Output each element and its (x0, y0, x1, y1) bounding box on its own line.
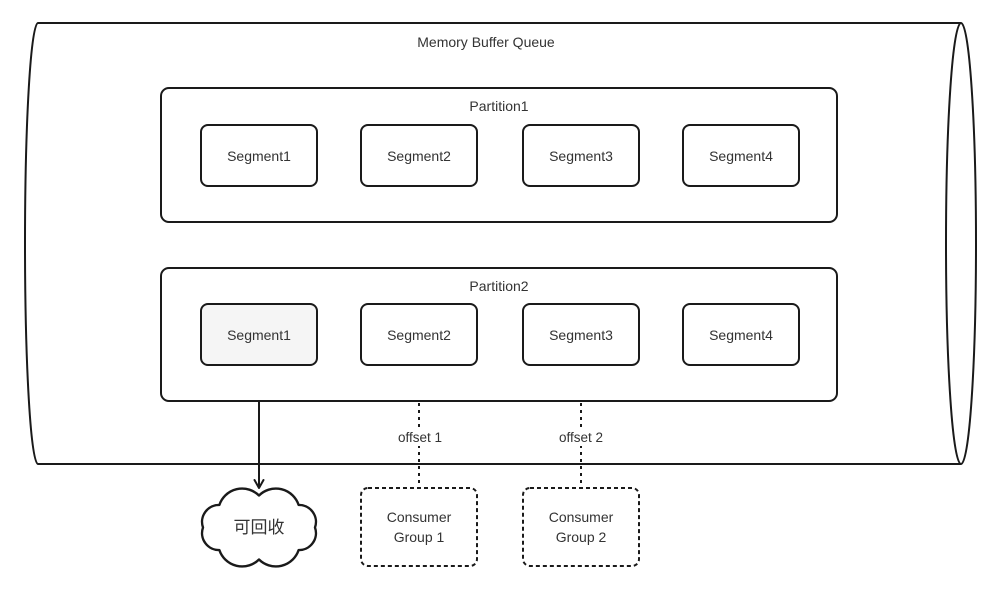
offset-1-label: offset 1 (380, 429, 460, 446)
p1-segment-3-label: Segment3 (549, 147, 613, 164)
consumer-group-1-label: Consumer Group 1 (386, 509, 452, 545)
p2-segment-2: Segment2 (360, 303, 478, 366)
recyclable-label: 可回收 (233, 518, 285, 537)
p2-segment-2-label: Segment2 (387, 326, 451, 343)
offset-2-label: offset 2 (541, 429, 621, 446)
p2-segment-3: Segment3 (522, 303, 640, 366)
queue-cylinder-body (24, 22, 961, 465)
p1-segment-1-label: Segment1 (227, 147, 291, 164)
p1-segment-3: Segment3 (522, 124, 640, 187)
consumer-group-2-box (522, 487, 640, 567)
p1-segment-4: Segment4 (682, 124, 800, 187)
partition-2-label: Partition2 (469, 278, 529, 294)
p1-segment-1: Segment1 (200, 124, 318, 187)
consumer-group-2-label: Consumer Group 2 (548, 509, 614, 545)
p2-segment-4: Segment4 (682, 303, 800, 366)
p2-segment-1-label: Segment1 (227, 326, 291, 343)
consumer-group-1-box (360, 487, 478, 567)
p1-segment-4-label: Segment4 (709, 147, 773, 164)
p2-segment-1: Segment1 (200, 303, 318, 366)
p2-segment-4-label: Segment4 (709, 326, 773, 343)
queue-cylinder-end-cap (945, 22, 977, 465)
p1-segment-2: Segment2 (360, 124, 478, 187)
p2-segment-3-label: Segment3 (549, 326, 613, 343)
partition-1-label: Partition1 (469, 98, 529, 114)
queue-title: Memory Buffer Queue (417, 34, 555, 50)
p1-segment-2-label: Segment2 (387, 147, 451, 164)
recyclable-cloud (200, 487, 318, 568)
